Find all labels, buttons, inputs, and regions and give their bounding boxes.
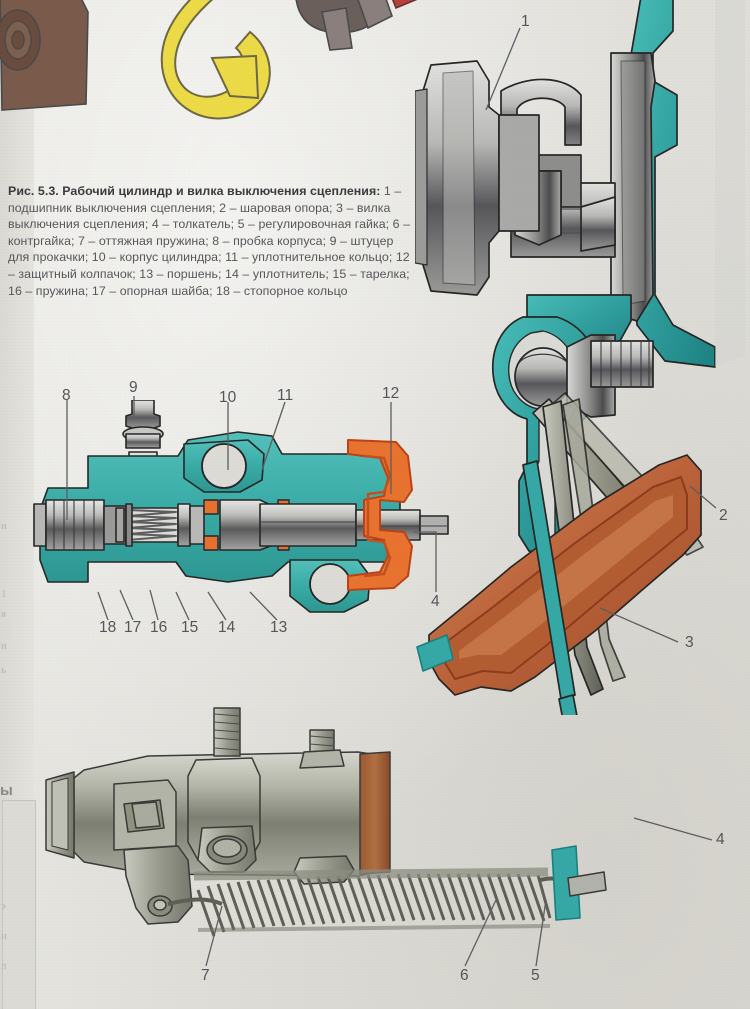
callout-2: 2	[719, 507, 728, 524]
callout-9: 9	[129, 379, 138, 396]
callout-14: 14	[218, 619, 236, 636]
callout-4-bottom: 4	[716, 831, 725, 848]
figure-bottom-slave-cylinder	[45, 707, 607, 937]
figure-top-right-clutch-assembly	[415, 0, 745, 715]
callout-8: 8	[62, 387, 71, 404]
figure-caption-title: Рис. 5.3.	[8, 184, 59, 198]
bleed-fragment-6: э	[1, 900, 6, 912]
callout-16: 16	[150, 619, 168, 636]
bleed-fragment-4: и	[1, 640, 7, 652]
callout-7: 7	[201, 967, 210, 984]
top-bleed-illustration	[0, 0, 418, 120]
bleed-fragment-3: я	[1, 608, 7, 620]
callout-13: 13	[270, 619, 288, 636]
callout-10: 10	[219, 389, 237, 406]
bleed-table-box	[2, 800, 36, 1009]
bleed-fragment-2: 1	[1, 588, 7, 600]
callout-5: 5	[531, 967, 540, 984]
callout-6: 6	[460, 967, 469, 984]
callout-1: 1	[521, 13, 530, 30]
callout-11: 11	[277, 387, 294, 404]
figure-caption-legend: 1 – подшипник выключения сцепления; 2 – …	[8, 184, 411, 298]
figure-caption: Рис. 5.3. Рабочий цилиндр и вилка выключ…	[8, 183, 412, 299]
callout-12: 12	[382, 385, 400, 402]
bleed-fragment-bold: ы	[0, 782, 13, 799]
callout-15: 15	[181, 619, 199, 636]
figure-middle-slave-cylinder-section	[33, 400, 449, 613]
callout-3: 3	[685, 634, 694, 651]
bleed-fragment-1: и	[1, 520, 7, 532]
bleed-fragment-7: и	[1, 930, 7, 942]
figure-caption-subject: Рабочий цилиндр и вилка выключения сцепл…	[62, 184, 381, 198]
bleed-fragment-5: ь	[1, 664, 7, 676]
callout-4-middle: 4	[431, 593, 440, 610]
bleed-fragment-8: л	[1, 960, 7, 972]
callout-17: 17	[124, 619, 142, 636]
callout-18: 18	[99, 619, 117, 636]
